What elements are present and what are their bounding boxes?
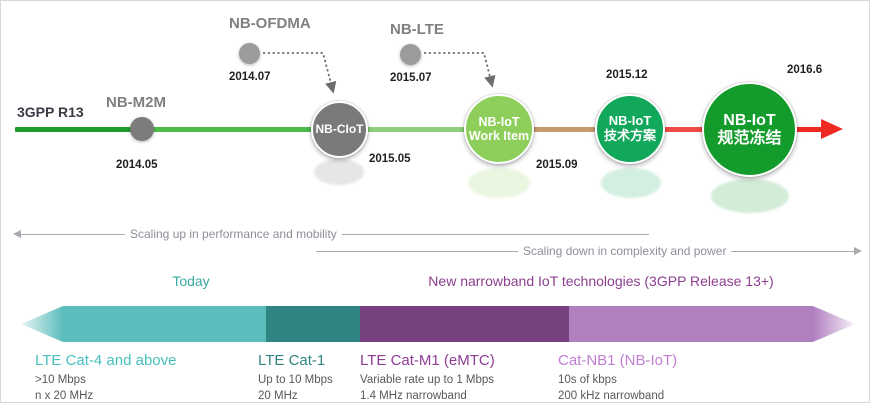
- node-nb-m2m[interactable]: [130, 117, 154, 141]
- spectrum-seg-cat1: [266, 306, 360, 342]
- spectrum-right-arrowhead: [813, 306, 855, 342]
- timeline-arrow-icon: [821, 119, 843, 139]
- node-label-nb-ciot: NB-CIoT: [315, 121, 364, 136]
- node-nb-iot-spec-frozen[interactable]: NB-IoT 规范冻结: [702, 82, 797, 177]
- node-nb-iot-tech-scheme[interactable]: NB-IoT 技术方案: [595, 94, 665, 164]
- spectrum-left-arrowhead: [21, 306, 63, 342]
- category-title-cat4: LTE Cat-4 and above: [35, 352, 177, 369]
- node-label-nb-iot-spec-frozen: NB-IoT 规范冻结: [717, 111, 782, 147]
- node-date-nb-m2m: 2014.05: [116, 159, 158, 171]
- node-date-nb-iot-fz: 2016.6: [787, 64, 823, 76]
- node-date-nb-iot-work-item: 2015.09: [536, 159, 578, 171]
- node-date-nb-lte: 2015.07: [390, 72, 432, 84]
- node-title-nb-lte: NB-LTE: [390, 21, 444, 38]
- connector-ofdma-to-ciot: [263, 52, 337, 94]
- connector-lte-to-workitem: [424, 52, 496, 88]
- category-title-cat1: LTE Cat-1: [258, 352, 326, 369]
- scaling-down-arrow-icon: [854, 247, 862, 255]
- spectrum-seg-catm1: [360, 306, 569, 342]
- node-nb-lte[interactable]: [400, 44, 421, 65]
- category-detail-line: Variable rate up to 1 Mbps: [360, 374, 495, 386]
- spectrum-heading-today: Today: [172, 273, 210, 289]
- node-reflection-nb-iot-wi: [468, 168, 530, 198]
- node-reflection-nb-iot-ts: [601, 168, 661, 198]
- node-label-nb-iot-tech-scheme: NB-IoT 技术方案: [603, 113, 656, 143]
- scaling-up-label: Scaling up in performance and mobility: [125, 227, 342, 241]
- category-title-catnb1: Cat-NB1 (NB-IoT): [558, 352, 678, 369]
- node-date-nb-ofdma: 2014.07: [229, 71, 271, 83]
- connector-arrows: [263, 52, 496, 94]
- category-detail-line: n x 20 MHz: [35, 389, 94, 402]
- scaling-down-label: Scaling down in complexity and power: [518, 244, 732, 258]
- category-detail-catm1: Variable rate up to 1 Mbps 1.4 MHz narro…: [360, 373, 495, 402]
- spectrum-arrow-bar: [21, 306, 855, 342]
- category-detail-line: 10s of kbps: [558, 374, 617, 386]
- category-detail-cat1: Up to 10 Mbps 20 MHz: [258, 373, 333, 402]
- node-reflection-nb-ciot: [314, 159, 364, 185]
- category-title-catm1: LTE Cat-M1 (eMTC): [360, 352, 495, 369]
- scaling-up-arrow-icon: [13, 230, 21, 238]
- category-detail-catnb1: 10s of kbps 200 kHz narrowband: [558, 373, 665, 402]
- node-date-nb-iot-ts: 2015.12: [606, 69, 648, 81]
- node-title-nb-ofdma: NB-OFDMA: [229, 15, 311, 32]
- category-detail-line: 20 MHz: [258, 389, 298, 402]
- timeline-segment-red-2: [796, 127, 826, 132]
- timeline-segment-light-green: [366, 127, 464, 132]
- timeline-segment-mid-green: [153, 127, 313, 132]
- node-date-nb-ciot: 2015.05: [369, 153, 411, 165]
- node-reflection-nb-iot-fz: [711, 179, 789, 213]
- timeline-band: 3GPP R13 NB-M2M 2014.05 NB-OFDMA 2014.07…: [1, 1, 869, 213]
- node-label-nb-iot-work-item: NB-IoT Work Item: [468, 115, 530, 143]
- spectrum-band: Today New narrowband IoT technologies (3…: [1, 263, 869, 402]
- node-title-nb-m2m: NB-M2M: [106, 94, 166, 111]
- category-detail-line: >10 Mbps: [35, 374, 86, 386]
- timeline-release-label: 3GPP R13: [17, 104, 84, 120]
- node-nb-ofdma[interactable]: [239, 43, 260, 64]
- timeline-segment-tan: [533, 127, 595, 132]
- spectrum-seg-cat4: [63, 306, 266, 342]
- node-nb-ciot[interactable]: NB-CIoT: [311, 101, 368, 158]
- category-detail-cat4: >10 Mbps n x 20 MHz: [35, 373, 94, 402]
- category-detail-line: 1.4 MHz narrowband: [360, 389, 467, 402]
- node-nb-iot-work-item[interactable]: NB-IoT Work Item: [464, 94, 534, 164]
- category-detail-line: 200 kHz narrowband: [558, 389, 665, 402]
- timeline-segment-red-1: [665, 127, 703, 132]
- category-detail-line: Up to 10 Mbps: [258, 374, 333, 386]
- spectrum-seg-catnb1: [569, 306, 813, 342]
- timeline-segment-dark-green: [15, 127, 133, 132]
- spectrum-heading-narrowband: New narrowband IoT technologies (3GPP Re…: [428, 273, 774, 289]
